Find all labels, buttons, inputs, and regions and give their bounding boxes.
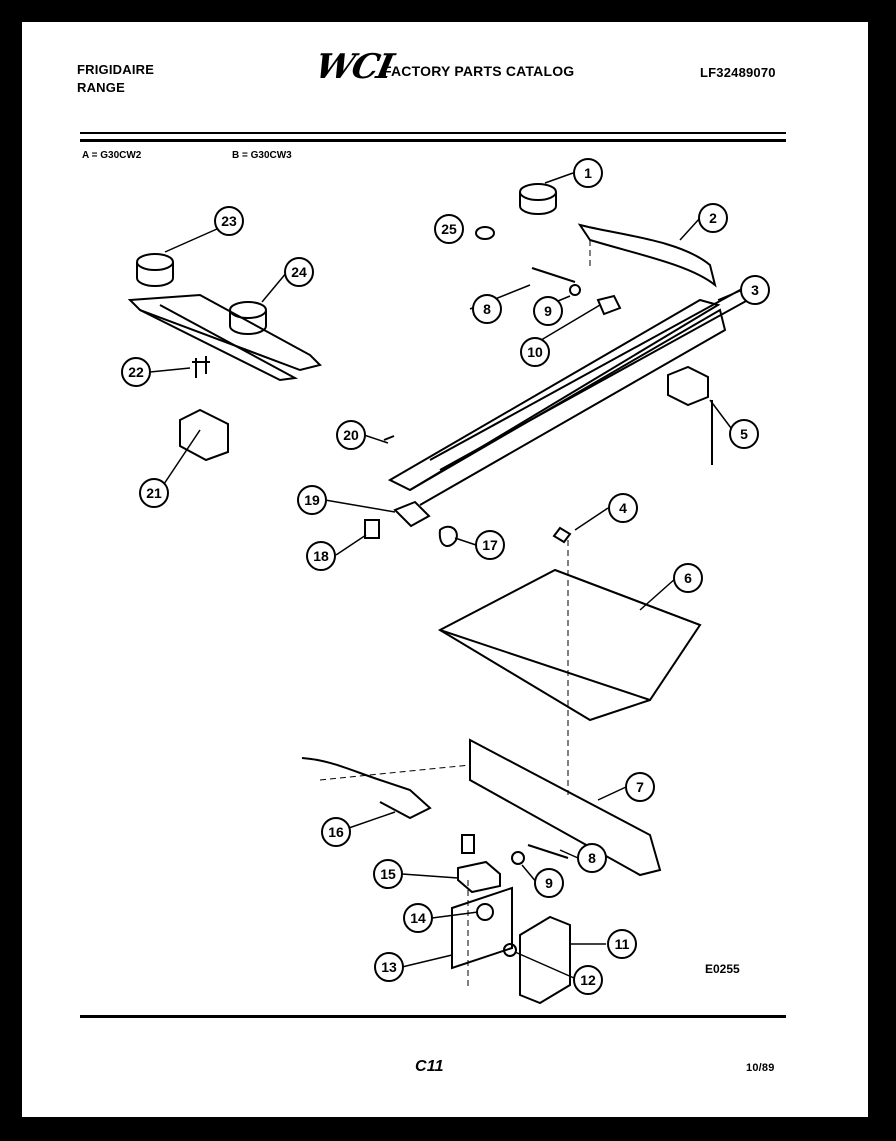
- part-22-clip: [192, 356, 210, 378]
- part-15-switch: [457, 860, 501, 894]
- callout-19: 19: [304, 492, 320, 508]
- burner-bowl-right: [229, 310, 267, 335]
- callout-6: 6: [684, 570, 692, 586]
- callout-10: 10: [527, 344, 543, 360]
- callout-23: 23: [221, 213, 237, 229]
- callout-18: 18: [313, 548, 329, 564]
- part-8-upper: [531, 267, 576, 283]
- burner-cap-right: [229, 301, 267, 319]
- part-8-lower: [527, 844, 569, 859]
- callout-4: 4: [619, 500, 627, 516]
- part-16-harness: [301, 757, 432, 820]
- product-type: RANGE: [77, 80, 125, 95]
- callout-12: 12: [580, 972, 596, 988]
- callout-24: 24: [291, 264, 307, 280]
- callout-2: 2: [709, 210, 717, 226]
- burner-bowl-left: [136, 262, 174, 287]
- revision-date: 10/89: [746, 1062, 775, 1074]
- model-a-label: A = G30CW2: [82, 150, 142, 161]
- part-10-bracket: [596, 294, 622, 316]
- callout-21: 21: [146, 485, 162, 501]
- part-7-bracket: [469, 738, 662, 877]
- figure-code: E0255: [705, 962, 740, 976]
- callout-22: 22: [128, 364, 144, 380]
- header-rule-thin: [80, 132, 786, 134]
- burner-tube-lower: [139, 304, 299, 382]
- manifold-rail: [387, 298, 721, 492]
- callout-9-lower: 9: [545, 875, 553, 891]
- callout-8: 8: [483, 301, 491, 317]
- callout-5: 5: [740, 426, 748, 442]
- part-17-clip: [438, 525, 458, 547]
- callout-7: 7: [636, 779, 644, 795]
- part-21-bracket: [179, 408, 229, 462]
- callout-20: 20: [343, 427, 359, 443]
- callout-13: 13: [381, 959, 397, 975]
- catalog-sheet: [22, 22, 868, 1117]
- part-19-valve: [393, 500, 431, 528]
- part-13-plate: [451, 886, 513, 970]
- part-12-socket: [503, 943, 517, 957]
- callout-14: 14: [410, 910, 426, 926]
- callout-15: 15: [380, 866, 396, 882]
- part-9-upper: [569, 284, 581, 296]
- part-25-ring: [475, 226, 495, 240]
- callout-16: 16: [328, 824, 344, 840]
- part-2-tube: [577, 223, 717, 288]
- part-14-lamp: [476, 903, 494, 921]
- part-9-lower: [511, 851, 525, 865]
- model-b-label: B = G30CW3: [232, 150, 292, 161]
- callout-25: 25: [441, 221, 457, 237]
- callout-8-lower: 8: [588, 850, 596, 866]
- burner-cap-left: [136, 253, 174, 271]
- header-rule-thick: [80, 139, 786, 142]
- callout-11: 11: [615, 936, 630, 952]
- part-1-valve: [519, 183, 557, 201]
- model-number: LF32489070: [700, 65, 776, 80]
- part-6-panel: [437, 568, 702, 722]
- part-20-pin: [383, 435, 395, 441]
- brand-name: FRIGIDAIRE: [77, 62, 155, 77]
- catalog-title: FACTORY PARTS CATALOG: [383, 63, 575, 79]
- footer-rule: [80, 1015, 786, 1018]
- callout-9: 9: [544, 303, 552, 319]
- callout-3: 3: [751, 282, 759, 298]
- part-5-switch: [667, 365, 709, 407]
- part-18-block: [364, 519, 380, 539]
- burner-tube-upper: [127, 293, 322, 372]
- page-code: C11: [415, 1058, 444, 1075]
- part-11-cover: [519, 915, 571, 1005]
- callout-1: 1: [584, 165, 592, 181]
- callout-17: 17: [482, 537, 498, 553]
- part-4-fastener: [552, 526, 572, 544]
